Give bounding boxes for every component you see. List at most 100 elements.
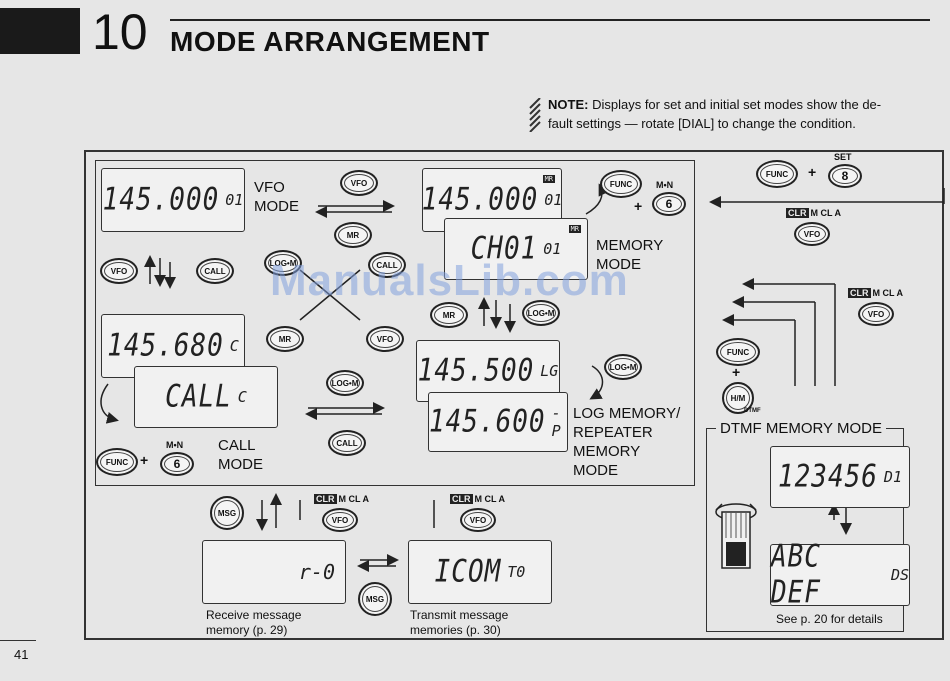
page-rule: [0, 640, 36, 641]
watermark: ManualsLib.com: [270, 256, 629, 305]
mr-button-top[interactable]: MR: [334, 222, 372, 248]
tx-message-channel: T0: [507, 563, 526, 581]
dtmf-number-channel: D1: [883, 468, 902, 486]
func-button-memory[interactable]: FUNC: [600, 170, 642, 198]
eight-button-set[interactable]: 8: [828, 164, 862, 188]
memory-frequency: 145.000: [421, 182, 539, 218]
logm-button-center[interactable]: LOG•M: [264, 250, 302, 276]
vfo-button-tx[interactable]: VFO: [460, 508, 496, 532]
call-button-center[interactable]: CALL: [368, 252, 406, 278]
dtmf-caption: See p. 20 for details: [776, 612, 883, 626]
memory-channel-name: CH01: [470, 231, 538, 267]
call-frequency: 145.680: [107, 328, 224, 364]
note-text-2: fault settings — rotate [DIAL] to change…: [548, 116, 856, 131]
vfo-mode-label: VFO MODE: [254, 179, 299, 215]
chapter-number: 10: [92, 4, 148, 60]
msg-button-bottom[interactable]: MSG: [358, 582, 392, 616]
mcla-msg: M CL A: [338, 494, 370, 504]
vfo-button-top[interactable]: VFO: [340, 170, 378, 196]
vfo-button-msg[interactable]: VFO: [322, 508, 358, 532]
call-indicator: C: [229, 337, 239, 355]
chapter-title: MODE ARRANGEMENT: [170, 26, 490, 57]
call-mode-label: CALL MODE: [218, 437, 263, 473]
func-button-dtmf[interactable]: FUNC: [716, 338, 760, 366]
title-rule: [170, 19, 930, 21]
clr-badge-right: CLR: [848, 288, 871, 298]
plus-dtmf: +: [732, 364, 741, 380]
repeater-indicator: -P: [551, 404, 561, 440]
hm-button[interactable]: H/M: [722, 382, 754, 414]
chapter-tab: [0, 8, 80, 54]
memory-mode-label: MEMORY MODE: [596, 237, 664, 273]
call-display-name: CALL C: [134, 366, 278, 428]
six-button-call[interactable]: 6: [160, 452, 194, 476]
vfo-display: 145.000 01: [101, 168, 245, 232]
note: NOTE: Displays for set and initial set m…: [548, 95, 950, 133]
mcla-right: M CL A: [872, 288, 904, 298]
dtmf-alpha-channel: DS: [890, 566, 909, 584]
plus-call: +: [140, 452, 149, 468]
func-button-set[interactable]: FUNC: [756, 160, 798, 188]
tx-caption: Transmit message memories (p. 30): [410, 608, 509, 637]
repeater-frequency: 145.600: [429, 404, 546, 440]
vfo-button-center[interactable]: VFO: [366, 326, 404, 352]
log-frequency: 145.500: [417, 353, 535, 389]
mr-button-center[interactable]: MR: [266, 326, 304, 352]
func-button-call[interactable]: FUNC: [96, 448, 138, 476]
memory-display-channel: CH01 01 MR: [444, 218, 588, 280]
dial-knob-icon: [715, 503, 757, 569]
note-icon: [529, 98, 541, 132]
log-indicator: LG: [540, 362, 559, 380]
repeater-display: 145.600 -P: [428, 392, 568, 452]
call-name: CALL: [165, 379, 232, 415]
call-button-call[interactable]: CALL: [328, 430, 366, 456]
clr-badge-top: CLR: [786, 208, 809, 218]
logm-button-log[interactable]: LOG•M: [604, 354, 642, 380]
vfo-frequency: 145.000: [102, 182, 220, 218]
rx-message-display: r-0: [202, 540, 346, 604]
mcla-top: M CL A: [810, 208, 842, 218]
log-display-freq: 145.500 LG: [416, 340, 560, 402]
vfo-channel: 01: [225, 191, 244, 209]
dtmf-alpha-display: ABC DEF DS: [770, 539, 910, 611]
six-button-memory[interactable]: 6: [652, 192, 686, 216]
memory-channel: 01: [544, 191, 563, 209]
mr-button-memory[interactable]: MR: [430, 302, 468, 328]
memory-channel-no: 01: [543, 240, 562, 258]
mcla-tx: M CL A: [474, 494, 506, 504]
mn-label-call: M•N: [166, 440, 184, 450]
set-label: SET: [834, 152, 852, 162]
dtmf-mode-title: DTMF MEMORY MODE: [716, 420, 886, 437]
logm-button-call[interactable]: LOG•M: [326, 370, 364, 396]
dtmf-alpha-text: ABC DEF: [771, 539, 821, 611]
logm-button-memory[interactable]: LOG•M: [522, 300, 560, 326]
rx-caption: Receive message memory (p. 29): [206, 608, 302, 637]
mr-badge-2: MR: [568, 225, 581, 233]
vfo-button-right[interactable]: VFO: [858, 302, 894, 326]
diagram-frame: [84, 150, 944, 640]
clr-badge-tx: CLR: [450, 494, 473, 504]
call-name-indicator: C: [237, 388, 247, 406]
page-number: 41: [14, 647, 29, 662]
tx-message-text: ICOM: [434, 554, 502, 590]
dtmf-number-text: 123456: [778, 459, 878, 495]
dtmf-number-display: 123456 D1: [770, 446, 910, 508]
plus-memory: +: [634, 198, 643, 214]
call-button-left[interactable]: CALL: [196, 258, 234, 284]
note-text: Displays for set and initial set modes s…: [592, 97, 882, 112]
msg-button-top[interactable]: MSG: [210, 496, 244, 530]
tx-message-display: ICOM T0: [408, 540, 552, 604]
mn-label-memory: M•N: [656, 180, 674, 190]
main-modes-frame: [95, 160, 695, 486]
log-mode-label: LOG MEMORY/ REPEATER MEMORY MODE: [573, 405, 681, 479]
vfo-button-top-right[interactable]: VFO: [794, 222, 830, 246]
rx-message-text: r-0: [298, 560, 335, 584]
vfo-button-left[interactable]: VFO: [100, 258, 138, 284]
note-label: NOTE:: [548, 97, 589, 112]
dtmf-sublabel: DTMF: [744, 408, 761, 414]
mr-badge: MR: [542, 175, 555, 183]
